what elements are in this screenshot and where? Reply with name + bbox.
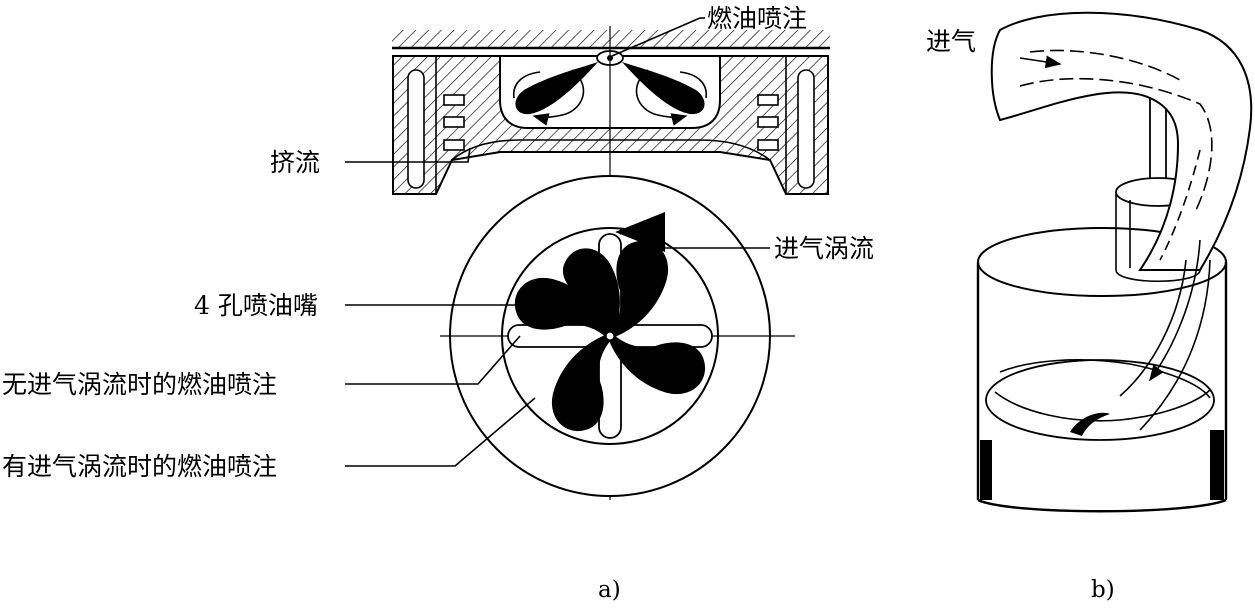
cooling-channel-right <box>797 69 815 189</box>
label-intake: 进气 <box>926 27 976 56</box>
label-squish: 挤流 <box>270 148 320 177</box>
intake-duct <box>990 11 1253 271</box>
squish-flow-arrows <box>513 69 707 126</box>
intake-port-3d <box>976 11 1253 513</box>
piston-section <box>392 30 830 195</box>
swirl-direction-arrow <box>615 212 666 253</box>
cooling-channel-left <box>407 69 425 189</box>
piston-top-view <box>440 175 795 497</box>
swirl-path <box>1119 239 1211 431</box>
label-nozzle-4hole: 4 孔喷油嘴 <box>194 291 318 320</box>
label-fuel-spray: 燃油喷注 <box>707 4 807 33</box>
label-intake-swirl: 进气涡流 <box>774 234 874 263</box>
label-spray-no-swirl: 无进气涡流时的燃油喷注 <box>2 370 277 399</box>
cylinder-head <box>392 30 830 50</box>
piston-rings-right <box>757 94 779 151</box>
caption-b: b) <box>1091 577 1115 603</box>
label-spray-with-swirl: 有进气涡流时的燃油喷注 <box>2 452 277 481</box>
leader-lines <box>345 17 770 467</box>
piston-rings-left <box>443 94 465 151</box>
caption-a: a) <box>598 577 621 603</box>
